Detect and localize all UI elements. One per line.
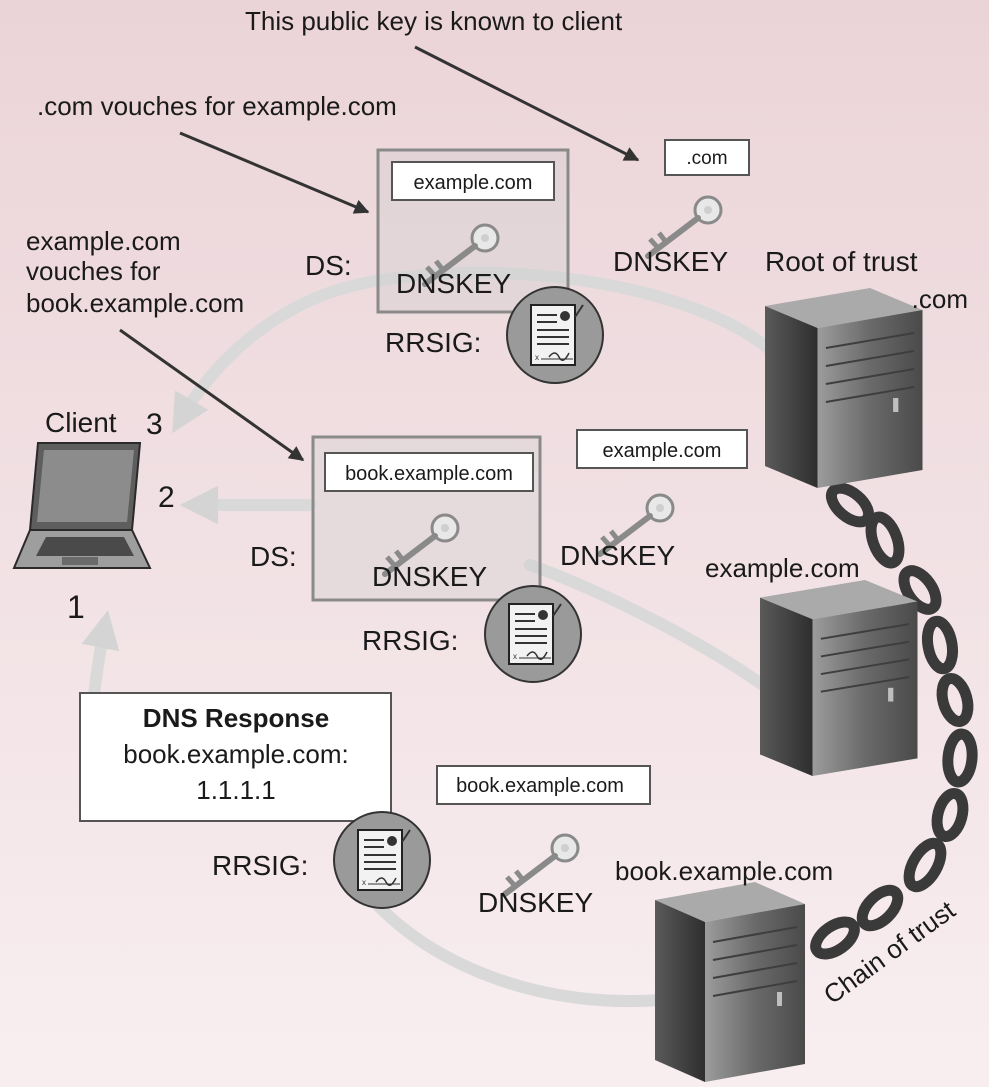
- dns-response-title: DNS Response: [143, 703, 329, 733]
- step-3: 3: [146, 408, 163, 441]
- own-key-label-example: example.com: [603, 440, 722, 462]
- rrsig-label-book: RRSIG:: [212, 850, 308, 881]
- server-icon-example: [760, 580, 918, 776]
- annotation-example-vouches-line1: example.com: [26, 226, 181, 256]
- dnskey-in-ds-com: DNSKEY: [396, 268, 511, 299]
- annotation-com-vouches: .com vouches for example.com: [37, 91, 397, 121]
- annotation-example-vouches-line3: book.example.com: [26, 288, 244, 318]
- signed-document-icon-example: [485, 586, 581, 682]
- client-label: Client: [45, 407, 117, 438]
- ds-label-example: DS:: [250, 541, 297, 572]
- ds-inner-label-com: example.com: [414, 172, 533, 194]
- annotation-example-vouches-line2: vouches for: [26, 256, 161, 286]
- own-dnskey-com: DNSKEY: [613, 246, 728, 277]
- ds-label-com: DS:: [305, 250, 352, 281]
- own-dnskey-example: DNSKEY: [560, 540, 675, 571]
- own-key-label-com: .com: [686, 148, 727, 169]
- own-key-label-book: book.example.com: [456, 775, 624, 797]
- step-2: 2: [158, 481, 175, 514]
- annotation-public-key-known: This public key is known to client: [245, 6, 623, 36]
- rrsig-label-example: RRSIG:: [362, 625, 458, 656]
- step-1: 1: [67, 589, 85, 625]
- signed-document-icon-com: [507, 287, 603, 383]
- rrsig-label-com: RRSIG:: [385, 327, 481, 358]
- server-icon-com: [765, 288, 923, 488]
- dnskey-in-ds-example: DNSKEY: [372, 561, 487, 592]
- ds-inner-label-example: book.example.com: [345, 463, 513, 485]
- signed-document-icon-book: [334, 812, 430, 908]
- dns-response-line2: 1.1.1.1: [196, 775, 276, 805]
- server-label-example: example.com: [705, 553, 860, 583]
- root-of-trust-label: Root of trust: [765, 246, 918, 277]
- server-label-com: .com: [912, 284, 968, 314]
- dns-response-line1: book.example.com:: [123, 739, 348, 769]
- own-dnskey-book: DNSKEY: [478, 887, 593, 918]
- server-label-book: book.example.com: [615, 856, 833, 886]
- server-icon-book: [655, 882, 805, 1082]
